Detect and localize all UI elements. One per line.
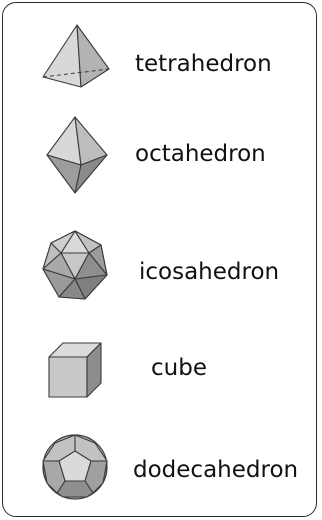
legend-label-tetrahedron: tetrahedron — [135, 51, 272, 77]
polyhedra-legend-panel: tetrahedron octahedron icosahedron — [2, 2, 317, 517]
legend-item-tetrahedron: tetrahedron — [3, 21, 316, 111]
legend-label-dodecahedron: dodecahedron — [133, 457, 299, 483]
legend-label-icosahedron: icosahedron — [139, 259, 280, 285]
legend-label-octahedron: octahedron — [135, 141, 266, 167]
dodecahedron-icon — [42, 434, 108, 500]
cube-icon — [48, 342, 102, 398]
octahedron-icon — [46, 116, 108, 194]
legend-item-octahedron: octahedron — [3, 115, 316, 205]
legend-label-cube: cube — [151, 355, 207, 381]
legend-item-cube: cube — [3, 333, 316, 423]
tetrahedron-icon — [42, 24, 110, 88]
legend-item-dodecahedron: dodecahedron — [3, 427, 316, 517]
icosahedron-icon — [42, 230, 108, 300]
legend-item-icosahedron: icosahedron — [3, 225, 316, 315]
